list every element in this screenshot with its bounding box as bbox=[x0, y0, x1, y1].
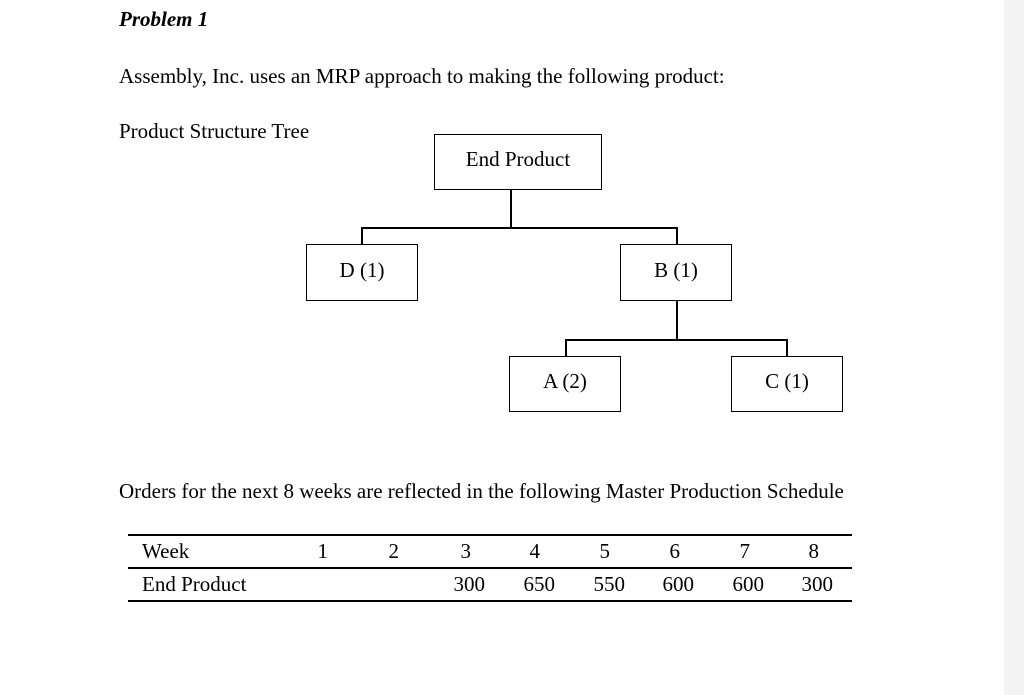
week-cell: 8 bbox=[808, 539, 820, 563]
week-cell: 7 bbox=[739, 539, 751, 563]
row-header-end-product: End Product bbox=[142, 572, 247, 596]
connector-to-b bbox=[676, 227, 678, 245]
node-b: B (1) bbox=[620, 244, 732, 301]
week-cell: 6 bbox=[669, 539, 681, 563]
connector-level1-bar bbox=[361, 227, 678, 229]
schedule-intro: Orders for the next 8 weeks are reflecte… bbox=[119, 479, 844, 503]
node-d: D (1) bbox=[306, 244, 418, 301]
node-c: C (1) bbox=[731, 356, 843, 412]
node-a: A (2) bbox=[509, 356, 621, 412]
week-cell: 2 bbox=[388, 539, 400, 563]
connector-level2-bar bbox=[565, 339, 788, 341]
connector-to-d bbox=[361, 227, 363, 245]
master-production-schedule-table: Week End Product 1 2 3 4 5 6 7 8 300 650… bbox=[128, 534, 852, 602]
page-side-strip bbox=[1004, 0, 1024, 695]
quantity-cell: 600 bbox=[662, 572, 695, 596]
table-top-rule bbox=[128, 534, 852, 536]
tree-label: Product Structure Tree bbox=[119, 119, 310, 143]
week-cell: 4 bbox=[529, 539, 541, 563]
node-end-product: End Product bbox=[434, 134, 602, 190]
problem-title: Problem 1 bbox=[119, 7, 209, 31]
connector-to-a bbox=[565, 339, 567, 357]
connector-root-down bbox=[510, 189, 512, 227]
quantity-cell: 550 bbox=[593, 572, 626, 596]
quantity-cell: 300 bbox=[801, 572, 834, 596]
week-cell: 1 bbox=[317, 539, 329, 563]
week-cell: 3 bbox=[460, 539, 472, 563]
table-mid-rule bbox=[128, 567, 852, 569]
intro-text: Assembly, Inc. uses an MRP approach to m… bbox=[119, 64, 725, 88]
quantity-cell: 600 bbox=[732, 572, 765, 596]
row-header-week: Week bbox=[142, 539, 190, 563]
connector-b-down bbox=[676, 300, 678, 339]
connector-to-c bbox=[786, 339, 788, 357]
quantity-cell: 300 bbox=[453, 572, 486, 596]
table-bottom-rule bbox=[128, 600, 852, 602]
quantity-cell: 650 bbox=[523, 572, 556, 596]
week-cell: 5 bbox=[599, 539, 611, 563]
